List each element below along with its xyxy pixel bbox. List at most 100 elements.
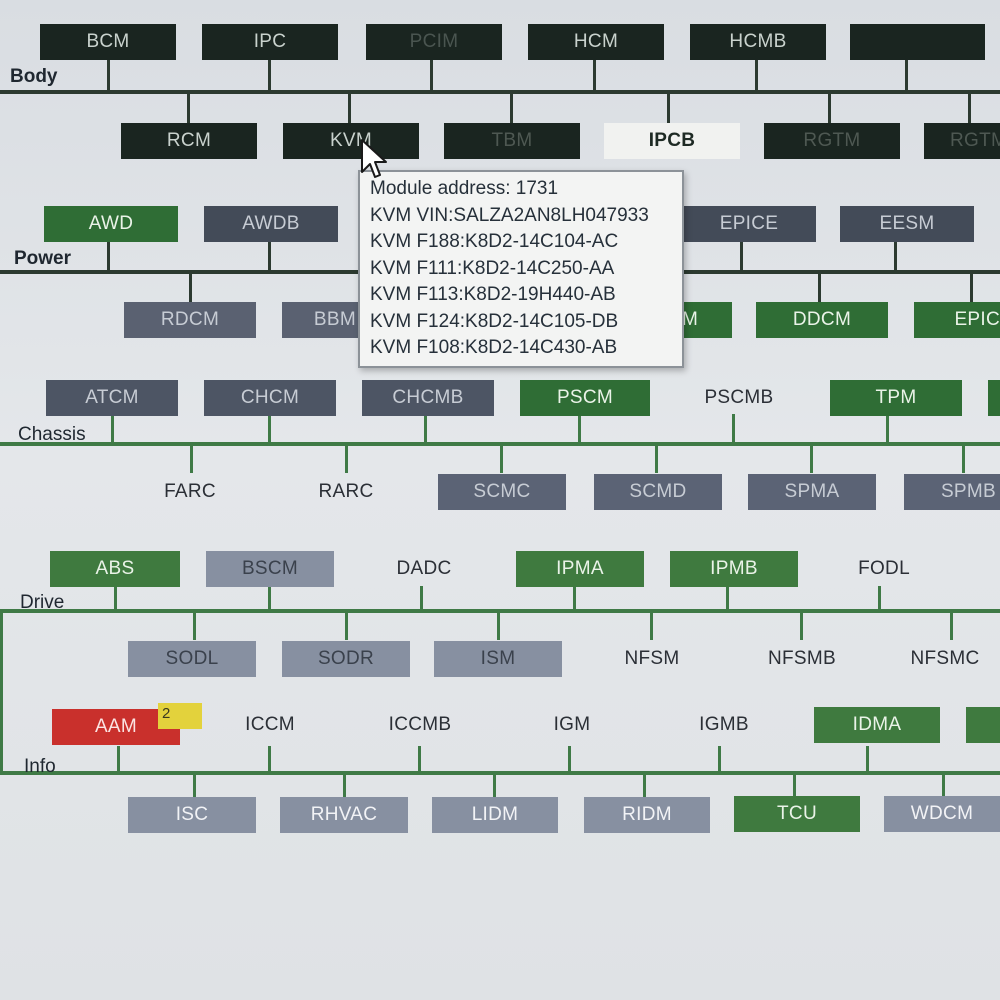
bus-tick bbox=[193, 774, 196, 798]
module-awd[interactable]: AWD bbox=[44, 206, 178, 242]
module-sodr[interactable]: SODR bbox=[282, 641, 410, 677]
module-idma[interactable]: IDMA bbox=[814, 707, 940, 743]
bus-tick bbox=[643, 774, 646, 798]
bus-tick bbox=[348, 93, 351, 123]
module-rdcm[interactable]: RDCM bbox=[124, 302, 256, 338]
module-igm[interactable]: IGM bbox=[553, 714, 591, 735]
chassis-bus-line bbox=[0, 442, 1000, 446]
module-iccmb[interactable]: ICCMB bbox=[388, 714, 452, 735]
module-info-tooltip: Module address: 1731 KVM VIN:SALZA2AN8LH… bbox=[358, 170, 684, 368]
module-scmc[interactable]: SCMC bbox=[438, 474, 566, 510]
module-ipma[interactable]: IPMA bbox=[516, 551, 644, 587]
bus-tick bbox=[962, 445, 965, 473]
module-ism[interactable]: ISM bbox=[434, 641, 562, 677]
module-iccm[interactable]: ICCM bbox=[245, 714, 295, 735]
module-scmd[interactable]: SCMD bbox=[594, 474, 722, 510]
module-ipmb[interactable]: IPMB bbox=[670, 551, 798, 587]
module-nfsm[interactable]: NFSM bbox=[624, 648, 680, 669]
module-tpm[interactable]: TPM bbox=[830, 380, 962, 416]
section-label-info: Info bbox=[24, 756, 56, 777]
bus-tick bbox=[942, 774, 945, 798]
module-kvm[interactable]: KVM bbox=[283, 123, 419, 159]
module-epice[interactable]: EPICE bbox=[682, 206, 816, 242]
module-epic[interactable]: EPIC bbox=[914, 302, 1000, 338]
module-hcm[interactable]: HCM bbox=[528, 24, 664, 60]
bus-tick bbox=[268, 746, 271, 772]
module-pcim[interactable]: PCIM bbox=[366, 24, 502, 60]
module-offscreen-body[interactable] bbox=[850, 24, 985, 60]
module-ridm[interactable]: RIDM bbox=[584, 797, 710, 833]
drive-bus-line bbox=[0, 609, 1000, 613]
module-offscreen-info[interactable] bbox=[966, 707, 1000, 743]
bus-tick bbox=[732, 414, 735, 443]
module-rarc[interactable]: RARC bbox=[318, 481, 374, 502]
module-igmb[interactable]: IGMB bbox=[699, 714, 749, 735]
module-ipcb[interactable]: IPCB bbox=[604, 123, 740, 159]
bus-tick bbox=[107, 241, 110, 271]
section-label-chassis: Chassis bbox=[18, 424, 86, 445]
module-lidm[interactable]: LIDM bbox=[432, 797, 558, 833]
bus-tick bbox=[193, 612, 196, 640]
section-label-power: Power bbox=[14, 248, 72, 269]
module-nfsmb[interactable]: NFSMB bbox=[768, 648, 836, 669]
module-tbm[interactable]: TBM bbox=[444, 123, 580, 159]
module-chcmb[interactable]: CHCMB bbox=[362, 380, 494, 416]
bus-tick bbox=[593, 60, 596, 91]
module-rgtm[interactable]: RGTM bbox=[764, 123, 900, 159]
module-ddcm[interactable]: DDCM bbox=[756, 302, 888, 338]
module-tcu[interactable]: TCU bbox=[734, 796, 860, 832]
module-ipc[interactable]: IPC bbox=[202, 24, 338, 60]
module-sodl[interactable]: SODL bbox=[128, 641, 256, 677]
module-eesm[interactable]: EESM bbox=[840, 206, 974, 242]
module-bscm[interactable]: BSCM bbox=[206, 551, 334, 587]
bus-tick bbox=[650, 612, 653, 640]
bus-tick bbox=[578, 414, 581, 443]
bus-tick bbox=[718, 746, 721, 772]
bus-tick bbox=[810, 445, 813, 473]
module-spma[interactable]: SPMA bbox=[748, 474, 876, 510]
module-isc[interactable]: ISC bbox=[128, 797, 256, 833]
tooltip-f108: KVM F108:K8D2-14C430-AB bbox=[370, 337, 618, 358]
bus-tick bbox=[424, 414, 427, 443]
module-nfsmc[interactable]: NFSMC bbox=[910, 648, 980, 669]
bus-tick bbox=[187, 93, 190, 123]
bus-tick bbox=[866, 746, 869, 772]
tooltip-vin: KVM VIN:SALZA2AN8LH047933 bbox=[370, 204, 649, 226]
module-abs[interactable]: ABS bbox=[50, 551, 180, 587]
module-pscmb[interactable]: PSCMB bbox=[704, 387, 774, 408]
module-partial-m[interactable]: M bbox=[678, 302, 732, 338]
bus-tick bbox=[510, 93, 513, 123]
bus-tick bbox=[818, 273, 821, 303]
bus-tick bbox=[970, 273, 973, 303]
bus-tick bbox=[268, 241, 271, 271]
module-awdb[interactable]: AWDB bbox=[204, 206, 338, 242]
fault-count-badge: 2 bbox=[158, 703, 202, 729]
module-farc[interactable]: FARC bbox=[164, 481, 216, 502]
module-rgtm-2[interactable]: RGTM bbox=[924, 123, 1000, 159]
bus-tick bbox=[655, 445, 658, 473]
bus-tick bbox=[189, 273, 192, 303]
module-pscm[interactable]: PSCM bbox=[520, 380, 650, 416]
module-atcm[interactable]: ATCM bbox=[46, 380, 178, 416]
module-fodl[interactable]: FODL bbox=[858, 558, 910, 579]
module-dadc[interactable]: DADC bbox=[396, 558, 452, 579]
module-rcm[interactable]: RCM bbox=[121, 123, 257, 159]
module-spmb[interactable]: SPMB bbox=[904, 474, 1000, 510]
bus-tick bbox=[345, 612, 348, 640]
tooltip-f124: KVM F124:K8D2-14C105-DB bbox=[370, 310, 619, 332]
module-bbm[interactable]: BBM bbox=[282, 302, 362, 338]
bus-tick bbox=[793, 774, 796, 798]
module-hcmb[interactable]: HCMB bbox=[690, 24, 826, 60]
module-bcm[interactable]: BCM bbox=[40, 24, 176, 60]
bus-tick bbox=[740, 241, 743, 271]
module-rhvac[interactable]: RHVAC bbox=[280, 797, 408, 833]
bus-tick bbox=[500, 445, 503, 473]
bus-tick bbox=[878, 586, 881, 610]
module-chcm[interactable]: CHCM bbox=[204, 380, 336, 416]
module-wdcm[interactable]: WDCM bbox=[884, 796, 1000, 832]
section-label-body: Body bbox=[10, 66, 58, 87]
module-offscreen-chassis[interactable] bbox=[988, 380, 1000, 416]
bus-tick bbox=[894, 241, 897, 271]
bus-tick bbox=[268, 586, 271, 610]
